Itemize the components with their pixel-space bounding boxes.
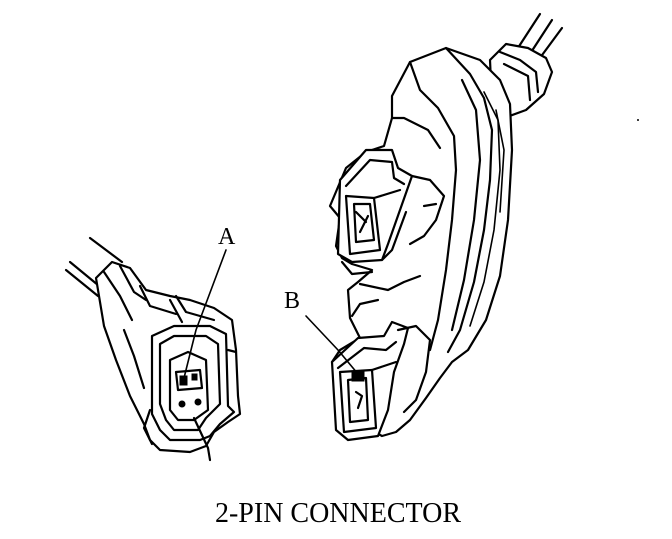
callout-b-label: B [284, 288, 300, 314]
stray-mark [637, 119, 639, 121]
pin-b-terminal [351, 371, 365, 382]
callout-b: B [284, 288, 359, 375]
lower-socket [330, 320, 410, 442]
callout-a-leader [183, 249, 227, 379]
callout-a-label: A [218, 224, 236, 250]
left-connector [64, 236, 242, 462]
callout-b-leader [305, 315, 359, 375]
right-connector [328, 12, 564, 442]
callout-a: A [183, 224, 236, 379]
pin-a-terminal [179, 375, 188, 386]
figure-caption: 2-PIN CONNECTOR [215, 498, 461, 529]
